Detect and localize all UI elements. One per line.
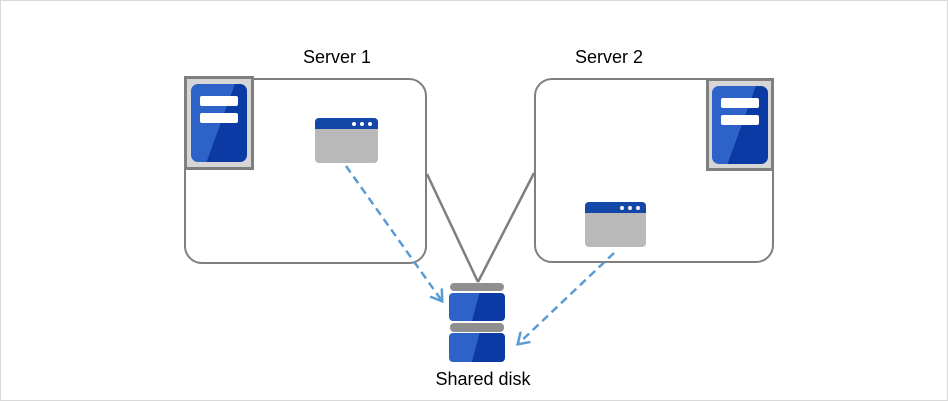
disk-cap [450,323,504,332]
arrow-application-b-to-disk [518,252,615,344]
window-dot [620,205,624,210]
application-window-icon [585,202,646,247]
connector-server2-disk [476,172,536,283]
window-dot [368,121,372,126]
window-dot [352,121,356,126]
tower-slot [200,96,238,106]
window-dot [636,205,640,210]
tower-slot [200,113,238,123]
window-dot [628,205,632,210]
tower-slot [721,97,759,108]
server-tower-glyph [712,85,768,164]
shared-disk-label: Shared disk [435,369,531,389]
tower-slot [721,114,759,125]
window-buttons [620,205,640,210]
server-tower-icon [706,78,774,171]
application-window-icon [315,118,378,163]
disk-body [449,293,505,321]
window-buttons [352,121,372,126]
server-2-label: Server 2 [574,47,644,67]
server-1-label: Server 1 [302,47,372,67]
window-dot [360,121,364,126]
disk-body [449,333,505,362]
server-tower-icon [184,76,254,170]
window-titlebar [585,202,646,213]
window-titlebar [315,118,378,129]
disk-stack-icon [450,283,504,291]
server-tower-glyph [191,84,247,162]
connector-server1-disk [425,173,480,283]
